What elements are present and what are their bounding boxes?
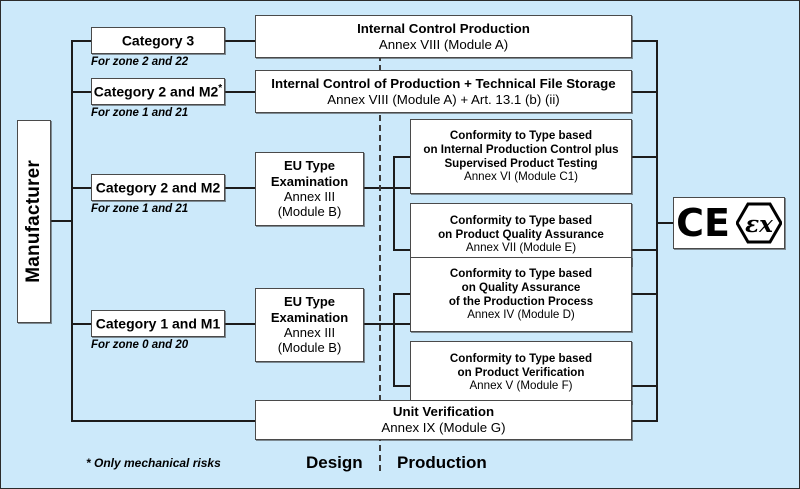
category-box-cat2b[interactable]: Category 2 and M2	[91, 174, 225, 201]
eu-type-examination-box-2[interactable]: EU Type Examination Annex III (Module B)	[255, 288, 364, 362]
production-module-unit-verification[interactable]: Unit Verification Annex IX (Module G)	[255, 400, 632, 440]
module-line: Internal Control Production	[357, 20, 530, 36]
module-line: Examination	[270, 309, 349, 325]
category-label: Category 2 and M2*	[93, 82, 223, 100]
module-line: Annex IX (Module G)	[381, 420, 506, 435]
connector-mod1-to-bus	[632, 40, 658, 42]
connector-eu1-out	[364, 187, 410, 189]
category-label: Category 2 and M2	[95, 179, 221, 196]
connector-bus-to-cat3	[71, 40, 93, 42]
production-module-internal-control-production[interactable]: Internal Control Production Annex VIII (…	[255, 15, 632, 58]
module-line: Conformity to Type based	[449, 213, 593, 227]
connector-f-to-bus	[632, 385, 658, 387]
connector-split-to-f	[393, 385, 411, 387]
category-box-cat2a[interactable]: Category 2 and M2*	[91, 78, 225, 105]
connector-cat3-to-module	[225, 40, 257, 42]
connector-cat1-to-eu2	[225, 323, 257, 325]
category-box-cat3[interactable]: Category 3	[91, 27, 225, 54]
module-line: Unit Verification	[392, 404, 495, 420]
production-module-conformity-f[interactable]: Conformity to Type based on Product Veri…	[410, 341, 632, 404]
module-line: EU Type	[283, 158, 336, 174]
module-line: Conformity to Type based	[449, 129, 593, 143]
category-label: Category 1 and M1	[95, 315, 221, 332]
atex-ex-hexagon-icon: εx	[735, 202, 782, 244]
connector-bus-to-cat2b	[71, 187, 93, 189]
module-line: Annex VIII (Module A) + Art. 13.1 (b) (i…	[327, 91, 560, 107]
module-line: on Product Verification	[457, 365, 585, 379]
module-line: on Internal Production Control plus	[423, 142, 619, 156]
connector-bus-to-cat2a	[71, 91, 93, 93]
design-production-divider	[379, 15, 381, 471]
category-label: Category 3	[121, 32, 195, 49]
connector-cat2a-to-module	[225, 91, 257, 93]
connector-eu2-split	[393, 293, 395, 386]
connector-unit-to-bus	[632, 420, 658, 422]
ce-ex-marking-box[interactable]: CE εx	[673, 197, 785, 249]
phase-label-design: Design	[306, 453, 363, 472]
connector-right-bus	[656, 40, 658, 422]
module-line: Annex IV (Module D)	[467, 308, 575, 322]
production-module-conformity-c1[interactable]: Conformity to Type based on Internal Pro…	[410, 119, 632, 194]
connector-split-to-e	[393, 249, 411, 251]
zone-note-cat2a: For zone 1 and 21	[91, 107, 189, 119]
module-line: Supervised Product Testing	[444, 156, 598, 170]
connector-eu1-split	[393, 156, 395, 250]
module-line: on Product Quality Assurance	[438, 227, 604, 241]
module-line: (Module B)	[277, 340, 342, 356]
module-line: Annex VIII (Module A)	[378, 36, 509, 52]
footnote-star: *	[218, 82, 223, 94]
zone-note-cat3: For zone 2 and 22	[91, 56, 189, 68]
connector-bus-to-cat1	[71, 323, 93, 325]
connector-c1-to-bus	[632, 156, 658, 158]
module-line: of the Production Process	[448, 294, 594, 308]
category-box-cat1[interactable]: Category 1 and M1	[91, 310, 225, 337]
module-line: (Module B)	[277, 204, 342, 220]
phase-label-production: Production	[397, 453, 487, 472]
connector-split-to-c1	[393, 156, 411, 158]
zone-note-cat2b: For zone 1 and 21	[91, 203, 189, 215]
manufacturer-label: Manufacturer	[22, 160, 44, 283]
module-line: Conformity to Type based	[449, 267, 593, 281]
ce-mark-icon: CE	[676, 201, 730, 245]
module-line: EU Type	[283, 294, 336, 310]
module-line: on Quality Assurance	[461, 280, 581, 294]
zone-note-cat1: For zone 0 and 20	[91, 339, 189, 351]
production-module-internal-control-tech-file[interactable]: Internal Control of Production + Technic…	[255, 70, 632, 113]
module-line: Annex III	[283, 325, 336, 340]
module-line: Examination	[270, 173, 349, 189]
connector-mod2-to-bus	[632, 91, 658, 93]
module-line: Conformity to Type based	[449, 351, 593, 365]
footnote-text: * Only mechanical risks	[86, 456, 221, 470]
svg-text:εx: εx	[745, 211, 773, 238]
manufacturer-box[interactable]: Manufacturer	[17, 120, 51, 323]
module-line: Annex VII (Module E)	[465, 241, 577, 255]
connector-eu2-out	[364, 323, 410, 325]
eu-type-examination-box-1[interactable]: EU Type Examination Annex III (Module B)	[255, 152, 364, 226]
connector-bus-to-ce	[656, 222, 676, 224]
module-line: Annex V (Module F)	[469, 379, 573, 393]
connector-cat2b-to-eu1	[225, 187, 257, 189]
module-line: Internal Control of Production + Technic…	[271, 75, 616, 91]
connector-bus-to-unit-verification	[71, 420, 257, 422]
connector-manufacturer-out	[51, 220, 73, 222]
connector-left-bus	[71, 40, 73, 422]
production-module-conformity-d[interactable]: Conformity to Type based on Quality Assu…	[410, 257, 632, 332]
module-line: Annex VI (Module C1)	[463, 170, 579, 184]
connector-d-to-bus	[632, 293, 658, 295]
connector-split-to-d	[393, 293, 411, 295]
module-line: Annex III	[283, 189, 336, 204]
connector-e-to-bus	[632, 249, 658, 251]
